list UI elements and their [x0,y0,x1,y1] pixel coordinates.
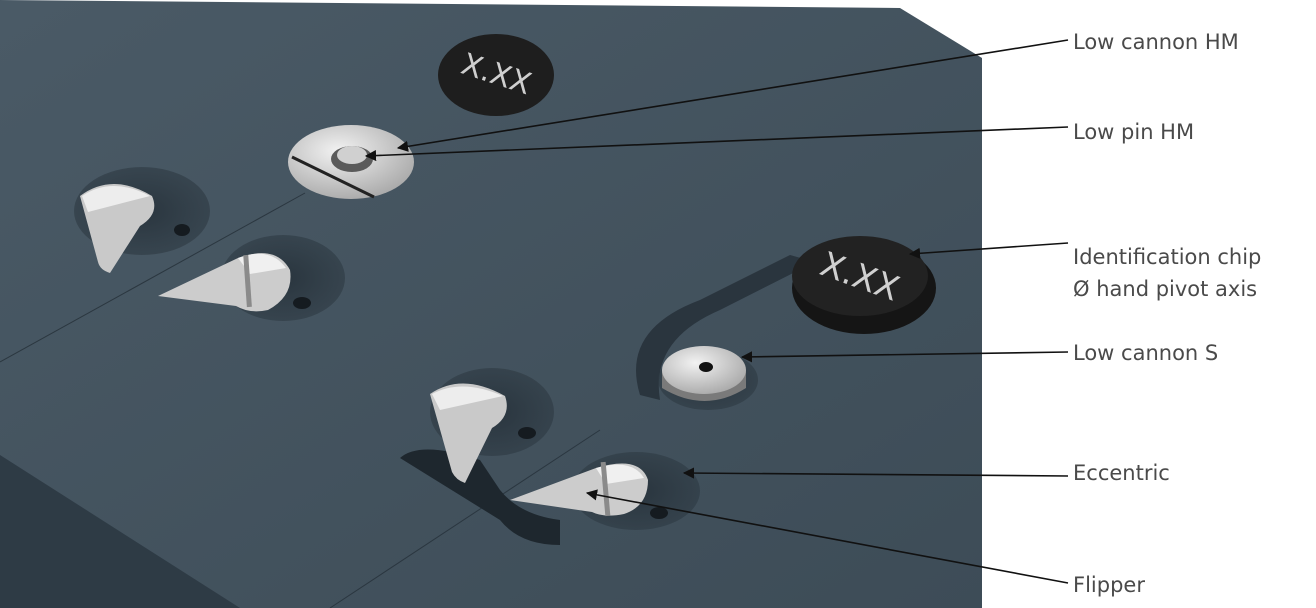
flipper-left [158,235,345,321]
flipper [510,461,648,517]
label-low-pin-hm: Low pin HM [1073,120,1195,144]
low-cannon-s [658,346,758,410]
identification-chip: X.XX [636,236,936,400]
label-low-cannon-s: Low cannon S [1073,341,1219,365]
label-eccentric: Eccentric [1073,461,1170,485]
identification-chip-top: X.XX [438,34,554,116]
leader-low-pin-hm [364,126,1069,162]
eccentric-bottom-triangle [400,368,560,545]
leader-eccentric [682,467,1069,479]
label-identification-chip: Identification chip [1073,245,1262,269]
label-identification-chip-group: Identification chip Ø hand pivot axis [1073,241,1261,305]
low-cannon-hm [288,125,414,199]
label-flipper: Flipper [1073,573,1145,597]
eccentric-left-top [74,167,210,273]
base-plate [0,0,982,608]
leader-low-cannon-s [740,351,1069,363]
leader-low-cannon-hm [396,39,1069,152]
leader-flipper [585,489,1069,584]
leader-lines [364,39,1069,584]
label-low-cannon-hm: Low cannon HM [1073,30,1239,54]
low-pin-hm [331,146,373,172]
label-hand-pivot-axis: Ø hand pivot axis [1073,277,1258,301]
leader-identification-chip [908,242,1069,259]
